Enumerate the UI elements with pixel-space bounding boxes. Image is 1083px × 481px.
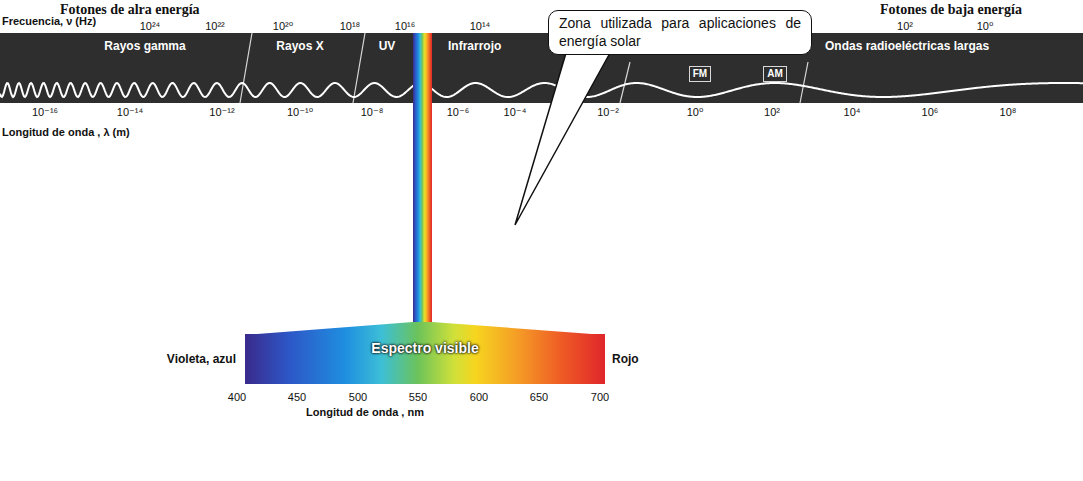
axis-title: Longitud de onda , λ (m) [2, 126, 130, 139]
nm-tick: 650 [530, 391, 548, 404]
spectrum-band [0, 33, 1083, 103]
region-name: Infrarrojo [448, 40, 501, 54]
nm-tick: 550 [409, 391, 427, 404]
frequency-tick: 10¹⁸ [340, 20, 361, 33]
nm-tick: 700 [591, 391, 609, 404]
visible-spectrum-bar: Espectro visible [245, 334, 605, 384]
callout-box: Zona utilizada para aplicaciones de ener… [548, 10, 812, 55]
band-name: FM [689, 66, 711, 82]
nm-tick: 600 [470, 391, 488, 404]
callout-pointer [515, 53, 610, 225]
nm-tick: 450 [288, 391, 306, 404]
band-name: AM [763, 66, 787, 82]
wavelength-tick: 10² [764, 106, 780, 119]
wavelength-tick: 10⁻¹⁰ [287, 106, 313, 119]
wavelength-tick: 10⁸ [1000, 106, 1017, 119]
wavelength-tick: 10⁰ [687, 106, 704, 119]
frequency-tick: 10²⁴ [140, 20, 161, 33]
wave-line [0, 83, 1083, 97]
end-label: Rojo [612, 353, 639, 367]
wavelength-tick: 10⁻⁶ [447, 106, 470, 119]
wavelength-tick: 10⁴ [844, 106, 861, 119]
frequency-tick: 10²⁰ [273, 20, 293, 33]
wavelength-tick: 10⁻⁸ [361, 106, 384, 119]
wave-path [0, 83, 1083, 97]
frequency-tick: 10¹⁶ [395, 20, 415, 33]
wavelength-tick: 10⁻¹² [209, 106, 234, 119]
wavelength-tick: 10⁻² [597, 106, 619, 119]
visible-column [413, 33, 432, 323]
region-name: UV [379, 40, 396, 54]
end-label: Violeta, azul [167, 353, 236, 367]
frequency-tick: 10¹⁴ [470, 20, 491, 33]
nm-tick: 400 [228, 391, 246, 404]
region-name: Ondas radioeléctricas largas [825, 40, 989, 54]
callout-tail [515, 53, 610, 225]
wavelength-tick: 10⁻¹⁴ [117, 106, 143, 119]
callout-text: Zona utilizada para aplicaciones de ener… [559, 15, 801, 50]
wavelength-tick: 10⁻¹⁶ [32, 106, 58, 119]
wavelength-tick: 10⁶ [922, 106, 939, 119]
axis-title: Longitud de onda , nm [306, 406, 424, 419]
wavelength-tick: 10⁻⁴ [504, 106, 527, 119]
spectrum-title: Espectro visible [249, 340, 601, 356]
frequency-tick: 10² [897, 20, 913, 33]
frequency-tick: 10⁰ [977, 20, 994, 33]
top-heading: Fotones de baja energía [880, 2, 1022, 18]
axis-title: Frecuencia, ν (Hz) [2, 15, 96, 28]
nm-tick: 500 [349, 391, 367, 404]
region-name: Rayos gamma [104, 40, 185, 54]
region-name: Rayos X [276, 40, 323, 54]
frequency-tick: 10²² [205, 20, 225, 33]
